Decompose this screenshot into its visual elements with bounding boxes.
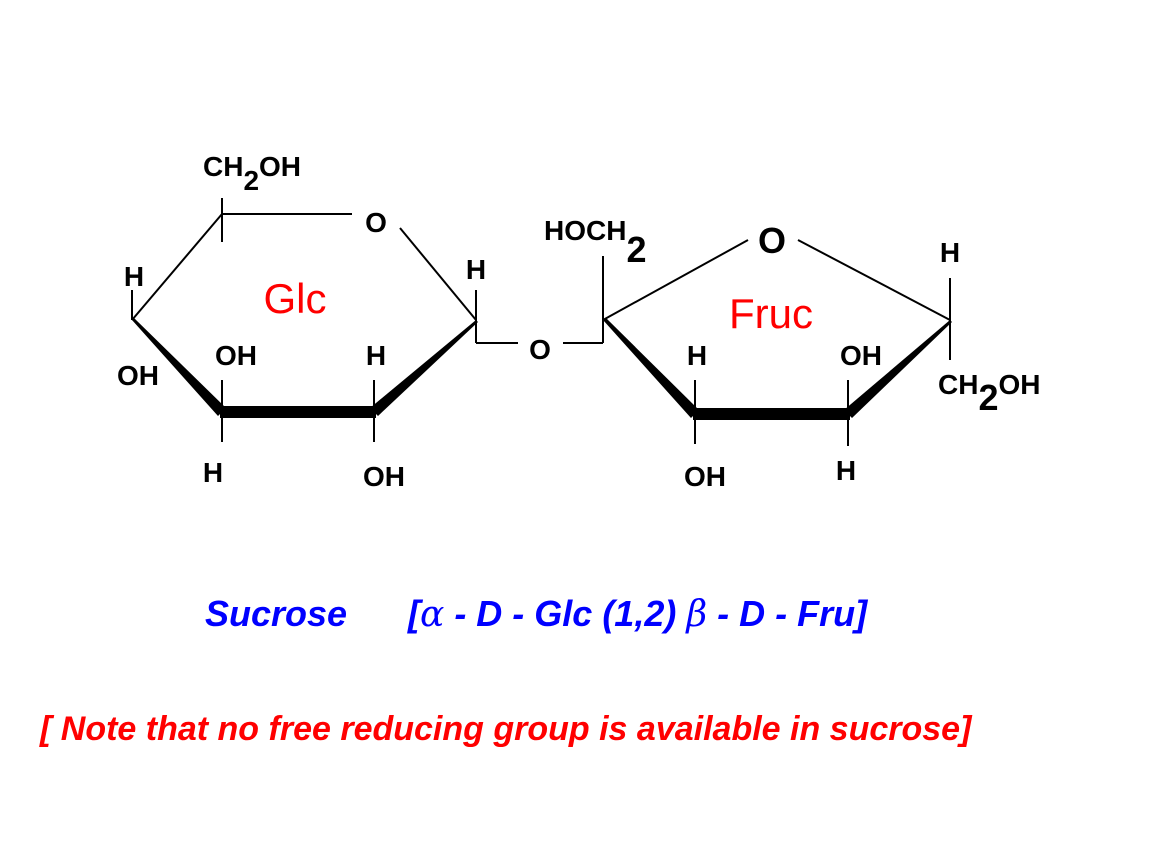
glc-bond-o-c1 — [399, 227, 477, 321]
glc-c4-h: H — [124, 261, 144, 292]
fru-c1-label: HOCH2 — [544, 215, 646, 270]
fru-c3-h: H — [687, 340, 707, 371]
glucose-wedges — [132, 318, 478, 418]
glc-wedge-left — [132, 318, 226, 416]
glc-c4-oh: OH — [117, 360, 159, 391]
reducing-group-note: [ Note that no free reducing group is av… — [39, 710, 973, 748]
glc-c2-oh: OH — [363, 461, 405, 492]
fru-c3-oh: OH — [684, 461, 726, 492]
title-part2: - D - Fru] — [707, 593, 868, 634]
glc-c6-label: CH2OH — [203, 151, 301, 196]
glycosidic-oxygen: O — [529, 334, 551, 365]
title-name: Sucrose — [205, 593, 347, 634]
glc-c3-oh: OH — [215, 340, 257, 371]
fru-c5-h: H — [940, 237, 960, 268]
fru-c4-oh: OH — [840, 340, 882, 371]
fru-c6-label: CH2OH — [938, 369, 1040, 418]
fru-c4-h: H — [836, 455, 856, 486]
glc-ring-label: Glc — [264, 275, 327, 322]
beta-symbol: β — [684, 594, 707, 635]
glc-ring-oxygen: O — [365, 207, 387, 238]
title-part1: - D - Glc (1,2) — [444, 593, 686, 634]
fru-thick-bond — [693, 408, 850, 420]
fru-bond-c2-o — [602, 239, 749, 321]
glc-thick-bond — [220, 406, 376, 418]
sucrose-title: Sucrose [α - D - Glc (1,2) β - D - Fru] — [205, 593, 868, 635]
alpha-symbol: α — [420, 594, 444, 635]
glc-c3-h: H — [203, 457, 223, 488]
fru-ring-oxygen: O — [758, 220, 786, 261]
glc-c2-h: H — [366, 340, 386, 371]
fru-bond-o-c5 — [797, 239, 951, 321]
fru-wedge-right — [844, 320, 952, 418]
fructose-wedges — [603, 318, 952, 420]
fru-wedge-left — [603, 318, 699, 418]
glc-c1-h: H — [466, 254, 486, 285]
fructose-ring — [602, 239, 951, 446]
glc-bond-c5-c4 — [131, 213, 223, 321]
fru-ring-label: Fruc — [729, 290, 813, 337]
title-open: [ — [407, 593, 424, 634]
glc-wedge-right — [370, 320, 478, 416]
